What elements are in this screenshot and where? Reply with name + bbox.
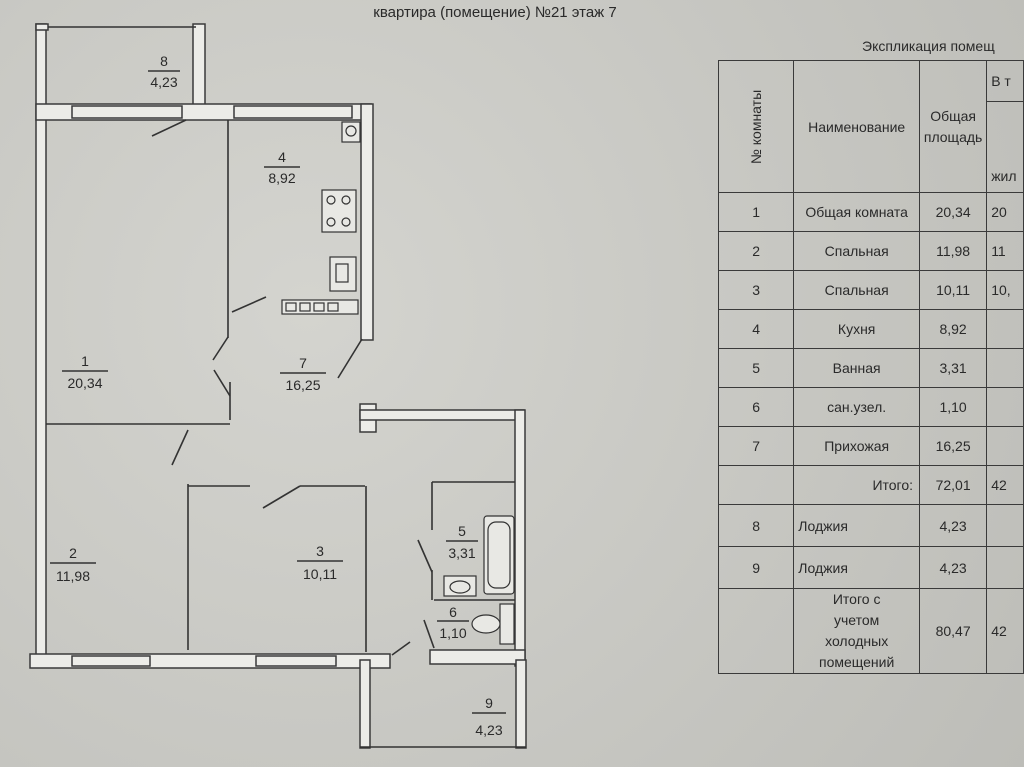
- room-label-6: 6 1,10: [437, 604, 469, 641]
- svg-text:8,92: 8,92: [268, 170, 295, 186]
- svg-text:11,98: 11,98: [56, 568, 90, 584]
- door-3: [262, 485, 301, 509]
- bathtub-inner: [487, 521, 511, 589]
- explication-title: Экспликация помещ: [862, 38, 995, 54]
- svg-text:10,11: 10,11: [303, 566, 337, 582]
- svg-text:1,10: 1,10: [439, 625, 466, 641]
- sink-drain: [345, 125, 357, 137]
- svg-text:5: 5: [458, 523, 466, 539]
- wall-top-bath: [359, 409, 525, 421]
- svg-text:6: 6: [449, 604, 457, 620]
- door-kitchen: [231, 296, 267, 313]
- door-2: [171, 429, 189, 466]
- header-name: Наименование: [793, 60, 921, 193]
- room-label-3: 3 10,11: [297, 543, 343, 582]
- header-in: В т: [986, 60, 1024, 102]
- window-room2: [71, 655, 151, 667]
- room-label-5: 5 3,31: [446, 523, 478, 561]
- door-bath: [417, 539, 433, 573]
- svg-text:4,23: 4,23: [475, 722, 502, 738]
- plan-title: квартира (помещение) №21 этаж 7: [373, 4, 617, 21]
- door-1-hall-b: [213, 369, 231, 397]
- svg-text:4,23: 4,23: [150, 74, 177, 90]
- door-wc: [423, 619, 435, 649]
- wall-loggia9-left: [359, 659, 371, 749]
- header-living: жил: [986, 101, 1024, 193]
- table-row-grand-total: Итого с учетом холодных помещений 80,47 …: [717, 588, 1024, 674]
- svg-text:9: 9: [485, 695, 493, 711]
- svg-text:16,25: 16,25: [285, 377, 320, 393]
- window-room1: [71, 105, 183, 119]
- door-entry: [337, 338, 363, 379]
- svg-text:7: 7: [299, 355, 307, 371]
- svg-text:4: 4: [278, 149, 286, 165]
- window-kitchen: [233, 105, 353, 119]
- room-label-7: 7 16,25: [280, 355, 326, 393]
- window-room3: [255, 655, 337, 667]
- room-label-1: 1 20,34: [62, 353, 108, 391]
- header-area: Общая площадь: [919, 60, 988, 193]
- header-room-num: № комнаты: [717, 60, 795, 193]
- svg-text:20,34: 20,34: [67, 375, 102, 391]
- wall-loggia8-left-cap: [35, 23, 49, 31]
- svg-text:3,31: 3,31: [448, 545, 475, 561]
- door-1-hall: [212, 336, 229, 361]
- toilet-bowl: [471, 614, 501, 634]
- svg-text:3: 3: [316, 543, 324, 559]
- wall-loggia8-right: [192, 23, 206, 111]
- explication-table: № комнаты Наименование Общая площадь В т…: [717, 60, 1024, 674]
- svg-text:8: 8: [160, 53, 168, 69]
- wall-bottom-bath: [429, 649, 526, 665]
- door-1: [151, 119, 187, 137]
- stove: [321, 189, 357, 233]
- svg-text:2: 2: [69, 545, 77, 561]
- kitchen-sink-basin: [335, 263, 349, 283]
- toilet-tank: [499, 603, 515, 645]
- room-label-9: 9 4,23: [472, 695, 506, 738]
- door-loggia9: [391, 641, 411, 656]
- wall-right-bath: [514, 409, 526, 667]
- wall-right-kitchen: [360, 103, 374, 341]
- room-label-4: 4 8,92: [264, 149, 300, 186]
- svg-text:1: 1: [81, 353, 89, 369]
- wall-loggia9-right: [515, 659, 527, 749]
- room-label-2: 2 11,98: [50, 545, 96, 584]
- room-label-8: 8 4,23: [148, 53, 180, 90]
